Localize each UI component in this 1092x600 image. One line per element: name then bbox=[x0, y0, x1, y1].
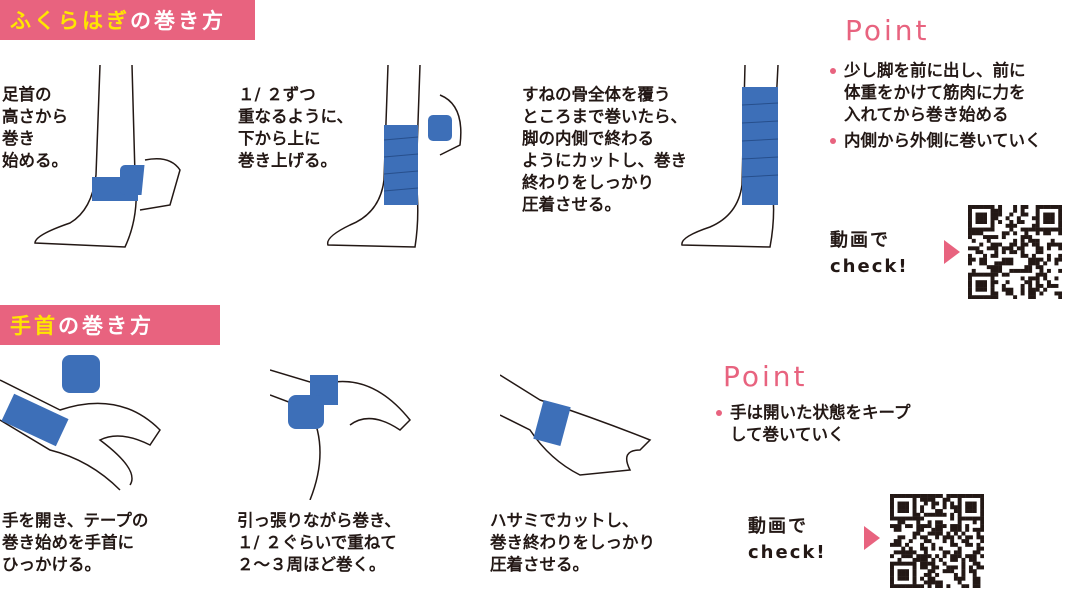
wrist-step-3: ハサミでカットし、 巻き終わりをしっかり 圧着させる。 bbox=[490, 511, 655, 574]
calf-point-2: 内側から外側に巻いていく bbox=[830, 130, 1042, 152]
arrow-right-icon bbox=[944, 240, 960, 264]
wrist-point-1: 手は開いた状態をキープ して巻いていく bbox=[716, 402, 911, 446]
title-rest: の巻き方 bbox=[58, 314, 154, 338]
wrist-section-title: 手首の巻き方 bbox=[0, 305, 220, 345]
calf-section-title: ふくらはぎの巻き方 bbox=[0, 0, 255, 40]
calf-point-title: Point bbox=[845, 14, 930, 47]
calf-step-1-illustration bbox=[34, 65, 181, 248]
wrist-step-1-illustration bbox=[0, 355, 161, 491]
calf-step-2-illustration bbox=[326, 65, 462, 248]
wrist-video-label: 動画で check! bbox=[748, 516, 827, 563]
wrist-video-qr-code[interactable] bbox=[890, 494, 984, 588]
calf-step-1: 足首の 高さから 巻き 始める。 bbox=[2, 85, 68, 170]
wrist-step-3-illustration bbox=[500, 374, 652, 476]
title-highlight: ふくらはぎ bbox=[10, 9, 130, 33]
calf-step-3-illustration bbox=[681, 65, 779, 248]
calf-step-3: すねの骨全体を覆う ところまで巻いたら、 脚の内側で終わる ようにカットし、巻き… bbox=[522, 85, 687, 214]
wrist-step-2-illustration bbox=[270, 369, 412, 500]
wrist-point-title: Point bbox=[723, 360, 808, 393]
title-highlight: 手首 bbox=[10, 314, 58, 338]
arrow-right-icon bbox=[864, 526, 880, 550]
wrist-step-1: 手を開き、テープの 巻き始めを手首に ひっかける。 bbox=[2, 511, 149, 574]
calf-video-qr-code[interactable] bbox=[968, 205, 1062, 299]
wrist-step-2: 引っ張りながら巻き、 １/ ２ぐらいで重ねて ２〜３周ほど巻く。 bbox=[237, 511, 401, 574]
title-rest: の巻き方 bbox=[130, 9, 226, 33]
calf-video-label: 動画で check! bbox=[830, 230, 909, 277]
calf-step-2: １/ ２ずつ 重なるように、 下から上に 巻き上げる。 bbox=[238, 85, 354, 170]
calf-point-1: 少し脚を前に出し、前に 体重をかけて筋肉に力を 入れてから巻き始める bbox=[830, 60, 1026, 126]
